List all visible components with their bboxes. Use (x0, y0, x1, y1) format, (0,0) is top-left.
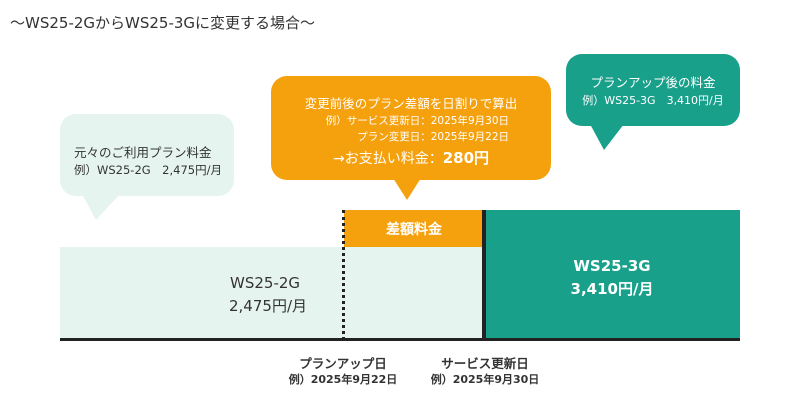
prorated-difference-bubble-tail (393, 178, 421, 200)
plan-up-date-example: 例）2025年9月22日 (288, 373, 398, 386)
renewal-date-example: 例）2025年9月30日 (430, 373, 540, 386)
prorated-bubble-renewal-date: 例）サービス更新日：2025年9月30日 (325, 115, 509, 127)
prorated-bubble-change-date: プラン変更日：2025年9月22日 (357, 131, 509, 143)
old-plan-price: 2,475円/月 (229, 297, 307, 315)
original-plan-bubble-tail (82, 194, 120, 220)
prorated-bubble-payment: →お支払い料金：280円 (271, 147, 551, 168)
payment-prefix: →お支払い料金： (332, 151, 443, 167)
original-plan-bubble-example: 例）WS25-2G 2,475円/月 (74, 163, 222, 177)
timeline-baseline (60, 338, 740, 341)
old-plan-bar (60, 247, 344, 340)
prorated-difference-bubble: 変更前後のプラン差額を日割りで算出 例）サービス更新日：2025年9月30日 プ… (271, 76, 551, 180)
new-plan-bubble-tail (590, 124, 624, 150)
prorated-bubble-heading: 変更前後のプラン差額を日割りで算出 (304, 96, 518, 111)
plan-up-date-title: プランアップ日 (299, 356, 387, 371)
renewal-date-line (482, 210, 486, 340)
renewal-date-title: サービス更新日 (441, 356, 529, 371)
difference-fee-label: 差額料金 (386, 222, 442, 238)
original-plan-bubble-heading: 元々のご利用プラン料金 (74, 145, 212, 160)
page-title: ～WS25-2GからWS25-3Gに変更する場合～ (10, 14, 316, 32)
new-plan-bubble-example: 例）WS25-3G 3,410円/月 (582, 94, 724, 107)
original-plan-bubble: 元々のご利用プラン料金 例）WS25-2G 2,475円/月 (60, 114, 234, 196)
payment-amount: 280円 (442, 149, 490, 167)
new-plan-name: WS25-3G (573, 257, 651, 275)
new-plan-bar: WS25-3G 3,410円/月 (484, 210, 740, 340)
old-plan-name: WS25-2G (230, 274, 301, 292)
new-plan-bubble-heading: プランアップ後の料金 (590, 75, 716, 90)
plan-up-date-dashed-line (342, 210, 345, 340)
new-plan-bubble: プランアップ後の料金 例）WS25-3G 3,410円/月 (566, 54, 740, 126)
new-plan-price: 3,410円/月 (570, 280, 654, 298)
old-plan-bar-remaining-period (344, 247, 484, 340)
difference-fee-bar: 差額料金 (344, 210, 484, 247)
